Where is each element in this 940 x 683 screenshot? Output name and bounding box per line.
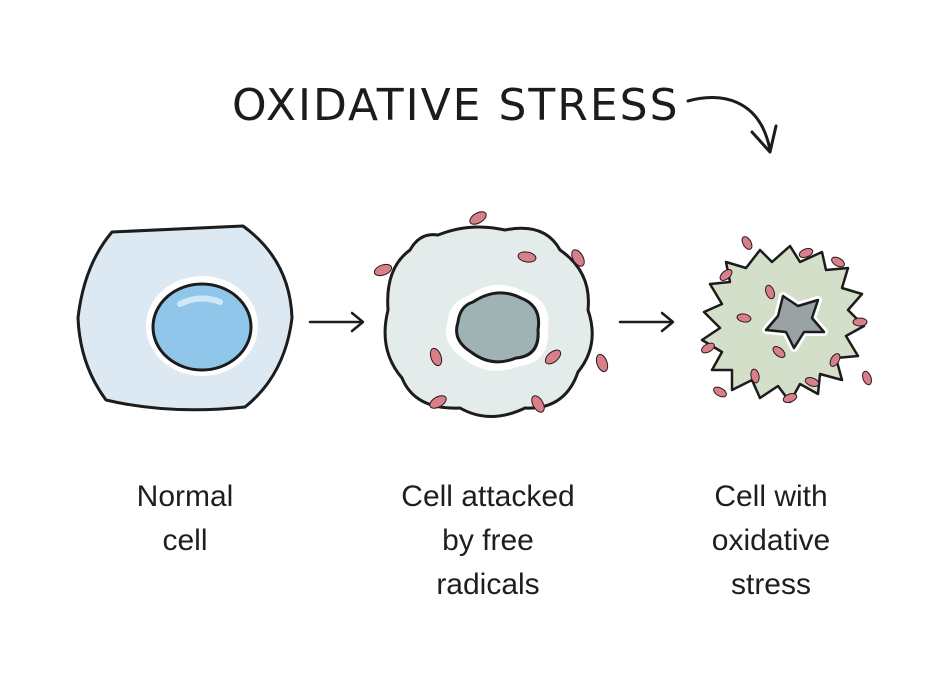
free-radical [373,263,393,277]
free-radical [531,395,545,413]
caption-line: radicals [436,568,540,601]
free-radical [798,248,814,258]
caption-line: oxidative [711,524,831,557]
free-radical [571,249,585,267]
free-radical [701,342,715,354]
normal-cell [76,224,294,412]
caption-line: Cell with [714,480,828,513]
caption-line: Normal [136,480,234,513]
free-radical [829,353,841,367]
free-radical [429,395,447,409]
free-radical [517,251,537,263]
free-radicals [373,211,609,413]
caption-stressed-cell: Cell with oxidative stress [651,475,891,607]
free-radical [741,236,753,250]
free-radical [719,269,733,281]
stressed-cell [700,236,872,404]
free-radical [469,211,487,225]
free-radical [831,256,845,268]
free-radical [852,317,868,327]
free-radical [782,393,798,403]
nucleus-highlight-icon [177,295,223,307]
free-radical [429,347,443,367]
attacked-cell [373,211,609,418]
free-radical [765,284,775,300]
caption-line: Cell attacked [401,480,575,513]
diagram-title: OXIDATIVE STRESS [232,80,680,131]
arrow-right-icon [308,311,365,333]
caption-attacked-cell: Cell attacked by free radicals [368,475,608,607]
arrow-right-icon [618,311,675,333]
caption-line: by free [442,524,534,557]
caption-normal-cell: Normal cell [65,475,305,563]
free-radical [713,386,727,398]
caption-line: cell [162,524,208,557]
stressed-cell-nucleus [764,294,826,350]
free-radical [736,313,752,323]
free-radical [862,370,872,386]
free-radical [595,353,609,373]
attacked-cell-nucleus [455,291,541,364]
free-radical [772,346,786,358]
free-radical [544,349,562,365]
free-radical [804,377,820,387]
caption-line: stress [730,568,811,601]
curved-arrow-icon [686,96,778,154]
free-radical [750,368,760,384]
free-radicals [701,236,872,403]
